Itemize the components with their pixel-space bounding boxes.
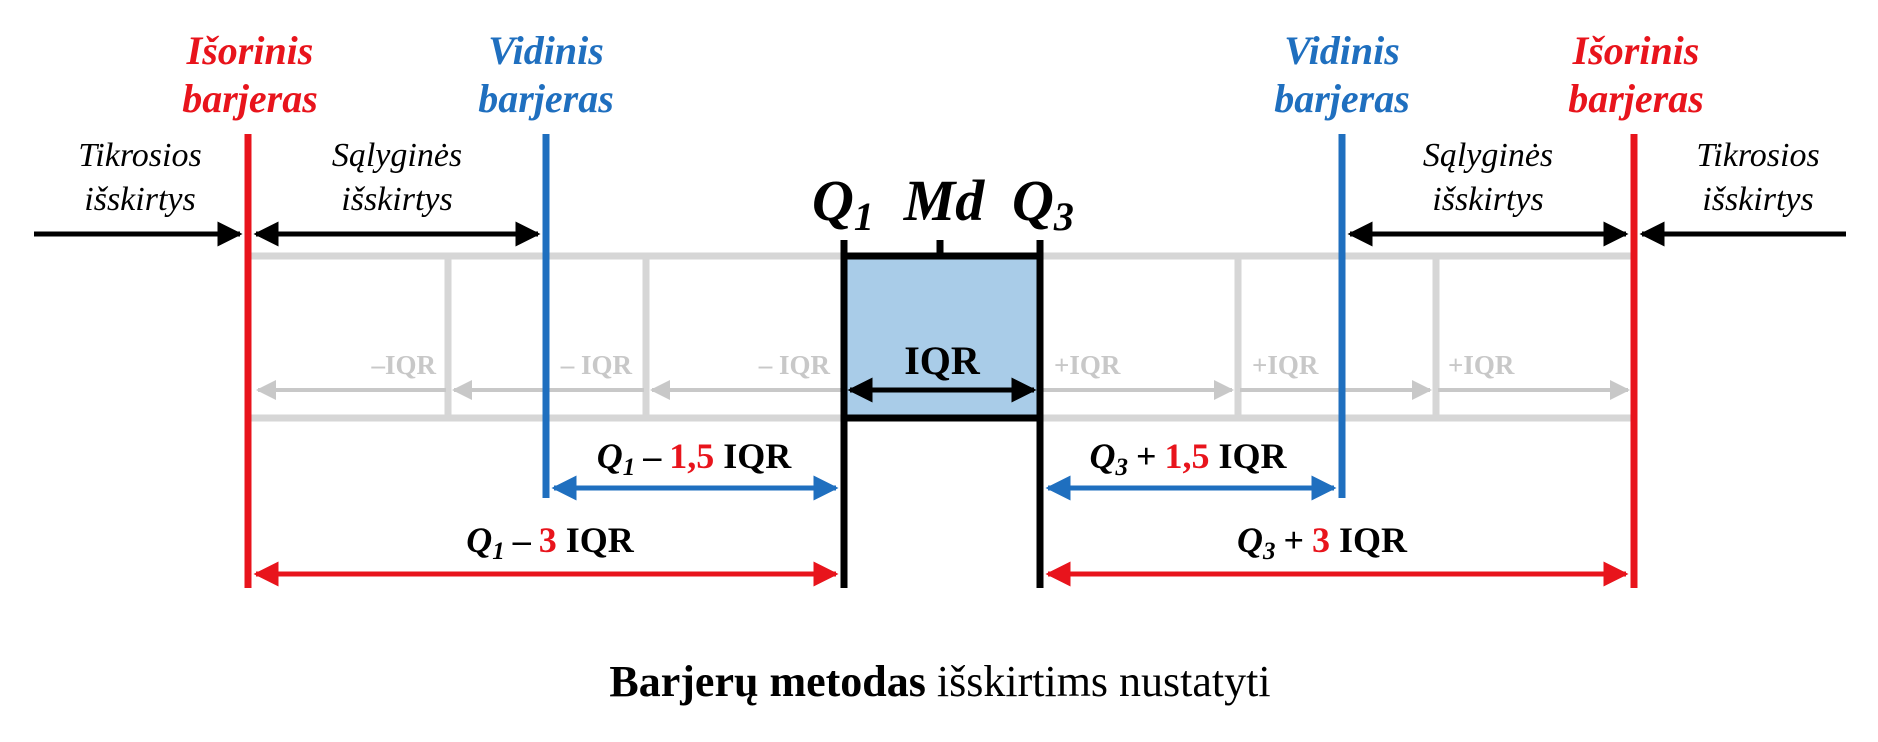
diagram-caption: Barjerų metodas išskirtims nustatyti bbox=[609, 657, 1270, 706]
formula-q-subscript: 1 bbox=[623, 454, 636, 481]
inner-barrier-left-title-line1: Vidinis bbox=[488, 28, 604, 73]
true-outliers-right-line1: Tikrosios bbox=[1696, 137, 1819, 174]
formula-iqr: IQR bbox=[723, 436, 792, 476]
formula-q-letter: Q bbox=[597, 436, 623, 476]
formula-q-subscript: 3 bbox=[1114, 454, 1128, 481]
iqr-box bbox=[840, 252, 1044, 422]
formula-iqr: IQR bbox=[1219, 436, 1288, 476]
step-label-left-2: – IQR bbox=[560, 350, 633, 380]
iqr-label: IQR bbox=[904, 338, 981, 383]
step-label-right-3: +IQR bbox=[1448, 350, 1515, 380]
outer-barrier-left-title-line2: barjeras bbox=[182, 76, 318, 121]
true-outliers-left-line1: Tikrosios bbox=[78, 137, 201, 174]
outer-barrier-left-title-line1: Išorinis bbox=[186, 28, 314, 73]
inner-barrier-right-title-line2: barjeras bbox=[1274, 76, 1410, 121]
step-label-right-2: +IQR bbox=[1252, 350, 1319, 380]
formula-inner-multiplier: 1,5 bbox=[669, 436, 714, 476]
conditional-outliers-right-line2: išskirtys bbox=[1432, 181, 1543, 218]
formula-iqr: IQR bbox=[1339, 520, 1408, 560]
inner-barrier-right-title-line1: Vidinis bbox=[1284, 28, 1400, 73]
formula-outer-multiplier: 3 bbox=[539, 520, 557, 560]
outer-barrier-right-title-line1: Išorinis bbox=[1572, 28, 1700, 73]
formula-iqr: IQR bbox=[566, 520, 635, 560]
formula-q-letter: Q bbox=[466, 520, 492, 560]
step-label-left-1: – IQR bbox=[758, 350, 831, 380]
conditional-outliers-left-line2: išskirtys bbox=[341, 181, 452, 218]
conditional-outliers-left-line1: Sąlyginės bbox=[332, 137, 462, 174]
outer-barrier-right-title-line2: barjeras bbox=[1568, 76, 1704, 121]
true-outliers-left-line2: išskirtys bbox=[84, 181, 195, 218]
q1-letter: Q bbox=[812, 168, 854, 233]
q3-subscript: 3 bbox=[1053, 194, 1074, 239]
step-label-left-3: –IQR bbox=[370, 350, 436, 380]
median-label: Md bbox=[903, 168, 986, 233]
formula-q-letter: Q bbox=[1237, 520, 1263, 560]
formula-minus: – bbox=[512, 520, 532, 560]
q3-label: Q3 bbox=[1012, 168, 1074, 239]
q3-letter: Q bbox=[1012, 168, 1054, 233]
formula-plus: + bbox=[1283, 520, 1304, 560]
conditional-outliers-right-line1: Sąlyginės bbox=[1423, 137, 1553, 174]
formula-inner-multiplier: 1,5 bbox=[1165, 436, 1210, 476]
step-label-right-1: +IQR bbox=[1054, 350, 1121, 380]
true-outliers-right-line2: išskirtys bbox=[1702, 181, 1813, 218]
formula-outer-multiplier: 3 bbox=[1312, 520, 1330, 560]
formula-plus: + bbox=[1136, 436, 1157, 476]
inner-barrier-left-title-line2: barjeras bbox=[478, 76, 614, 121]
conditional-outliers-right-label: Sąlyginės išskirtys bbox=[1423, 137, 1553, 218]
q1-label: Q1 bbox=[812, 168, 874, 239]
q1-subscript: 1 bbox=[854, 194, 874, 239]
caption-bold: Barjerų metodas bbox=[609, 657, 926, 706]
formula-q-subscript: 1 bbox=[492, 538, 505, 565]
true-outliers-right-label: Tikrosios išskirtys bbox=[1696, 137, 1819, 218]
caption-rest: išskirtims nustatyti bbox=[926, 657, 1271, 706]
formula-minus: – bbox=[642, 436, 662, 476]
formula-q-subscript: 3 bbox=[1262, 538, 1276, 565]
true-outliers-left-label: Tikrosios išskirtys bbox=[78, 137, 201, 218]
conditional-outliers-left-label: Sąlyginės išskirtys bbox=[332, 137, 462, 218]
formula-q-letter: Q bbox=[1089, 436, 1115, 476]
